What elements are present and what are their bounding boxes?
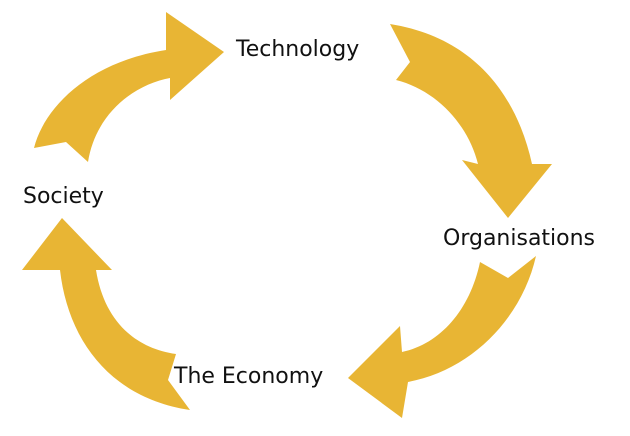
arrow-technology-to-organisations (390, 24, 552, 218)
node-label-organisations: Organisations (443, 226, 596, 251)
node-label-society: Society (23, 184, 104, 209)
node-label-economy: The Economy (174, 364, 324, 389)
arrow-organisations-to-economy (348, 256, 536, 418)
arrow-economy-to-society (22, 218, 190, 410)
node-label-technology: Technology (236, 37, 360, 62)
arrow-society-to-technology (34, 12, 224, 162)
